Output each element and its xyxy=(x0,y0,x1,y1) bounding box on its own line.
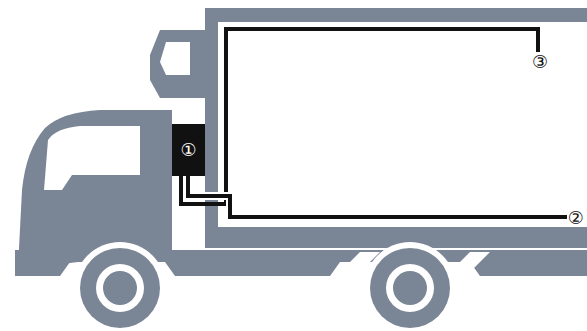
cargo-interior xyxy=(218,22,587,227)
refrigeration-unit xyxy=(150,30,205,98)
rear-wheel xyxy=(370,248,450,328)
cargo-body xyxy=(205,8,587,248)
unit-window xyxy=(160,42,190,75)
wheel-arch xyxy=(364,242,456,331)
wire-casing xyxy=(188,172,570,217)
wheel-ring xyxy=(386,264,434,312)
wheel-hub xyxy=(393,271,427,305)
cab-window xyxy=(44,126,140,190)
wheel-hub xyxy=(103,271,137,305)
callout-number: ① xyxy=(180,141,196,159)
chassis-gap xyxy=(450,252,490,272)
callout-number: ③ xyxy=(531,53,549,71)
front-wheel xyxy=(80,248,160,328)
sensor-wire xyxy=(181,29,538,204)
sensor-wire xyxy=(188,172,570,217)
wheel-ring xyxy=(96,264,144,312)
controller-box: ① xyxy=(172,124,205,176)
truck-cab xyxy=(15,110,172,270)
callout-number: ② xyxy=(567,209,585,227)
wheel-arch xyxy=(74,242,166,331)
